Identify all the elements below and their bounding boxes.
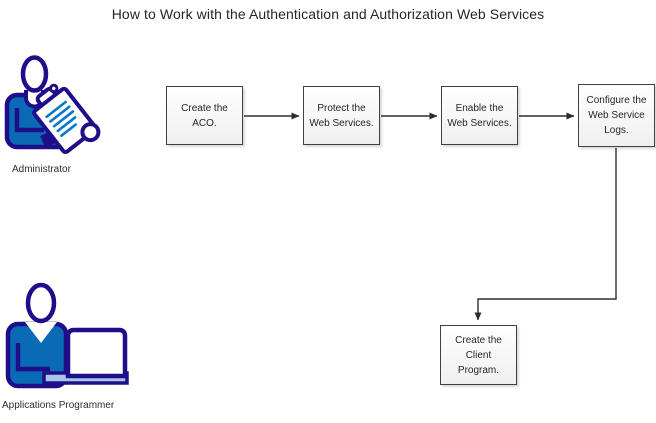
administrator-label: Administrator [12, 164, 71, 175]
programmer-head [25, 282, 57, 324]
applications-programmer-label: Applications Programmer [2, 400, 115, 411]
clipboard-text-lines [45, 100, 77, 137]
flow-step-label: Create the Client Program. [455, 334, 502, 376]
flow-step-label: Enable the Web Services. [447, 102, 512, 129]
flow-step-enable-web-services: Enable the Web Services. [441, 86, 518, 145]
flow-step-protect-web-services: Protect the Web Services. [303, 86, 380, 145]
administrator-arm [14, 108, 44, 133]
programmer-arm [15, 343, 50, 372]
flow-step-label: Protect the Web Services. [309, 102, 374, 129]
programmer-vneck [25, 322, 57, 343]
administrator-person-clipboard-icon [4, 55, 101, 155]
laptop-screen [65, 327, 128, 379]
flow-step-label: Configure the Web Service Logs. [586, 95, 647, 136]
administrator-head [20, 55, 49, 93]
clipboard-clip-knob [49, 83, 59, 94]
flow-step-configure-web-service-logs: Configure the Web Service Logs. [578, 84, 655, 147]
clipboard-icon [32, 83, 101, 155]
flow-step-label: Create the ACO. [181, 102, 228, 129]
programmer-person-laptop-icon [5, 282, 129, 389]
flow-step-create-client-program: Create the Client Program. [440, 325, 517, 385]
flow-step-create-aco: Create the ACO. [166, 86, 243, 145]
clipboard-ring [80, 122, 101, 143]
connector-configure-to-client-program [474, 148, 617, 321]
clipboard-board [32, 86, 98, 155]
diagram-title: How to Work with the Authentication and … [111, 6, 545, 22]
